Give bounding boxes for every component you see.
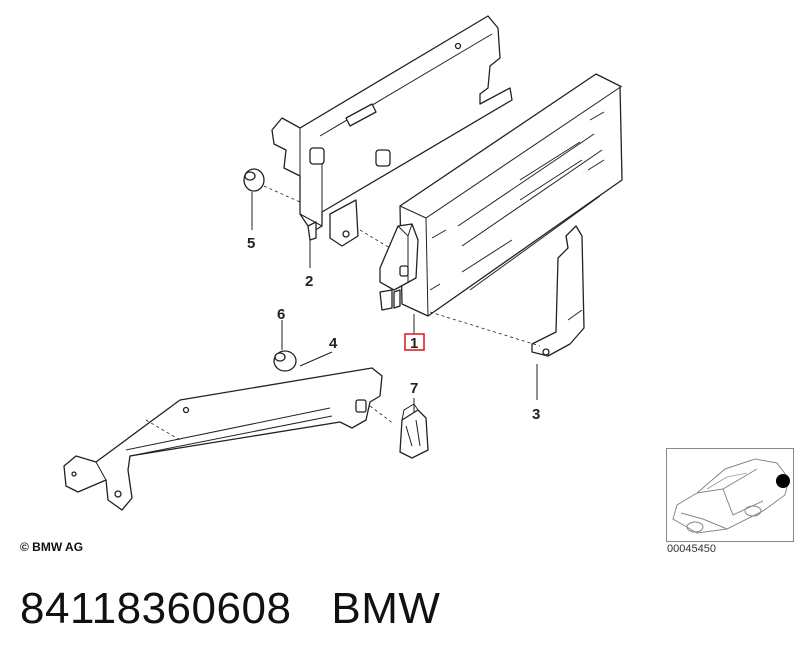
clip-7: [399, 403, 429, 459]
vehicle-locator-thumbnail: [666, 448, 794, 542]
fastener-2: [307, 221, 317, 241]
grommet-6: [273, 350, 297, 372]
callout-2: 2: [305, 273, 313, 290]
bracket-hole-2: [375, 149, 391, 167]
callout-1: 1: [410, 335, 418, 352]
grommet-5: [243, 168, 265, 192]
car-outline-icon: [672, 458, 790, 534]
part-caption: 84118360608 BMW: [20, 584, 440, 634]
highlight-box: [404, 333, 425, 351]
right-bracket: [531, 225, 585, 357]
brand-name: BMW: [331, 584, 441, 633]
callout-5: 5: [247, 235, 255, 252]
diagram-number: 00045450: [667, 543, 716, 555]
callout-7: 7: [410, 380, 418, 397]
upper-bracket: [271, 15, 513, 247]
lower-bracket: [63, 367, 383, 511]
bracket-hole-1: [309, 147, 325, 165]
part-number: 84118360608: [20, 584, 292, 633]
control-module: [379, 73, 623, 317]
callout-4: 4: [329, 335, 338, 352]
callout-3: 3: [532, 406, 540, 423]
copyright: © BMW AG: [20, 540, 84, 554]
callout-6: 6: [277, 306, 285, 323]
location-dot-icon: [776, 474, 790, 488]
